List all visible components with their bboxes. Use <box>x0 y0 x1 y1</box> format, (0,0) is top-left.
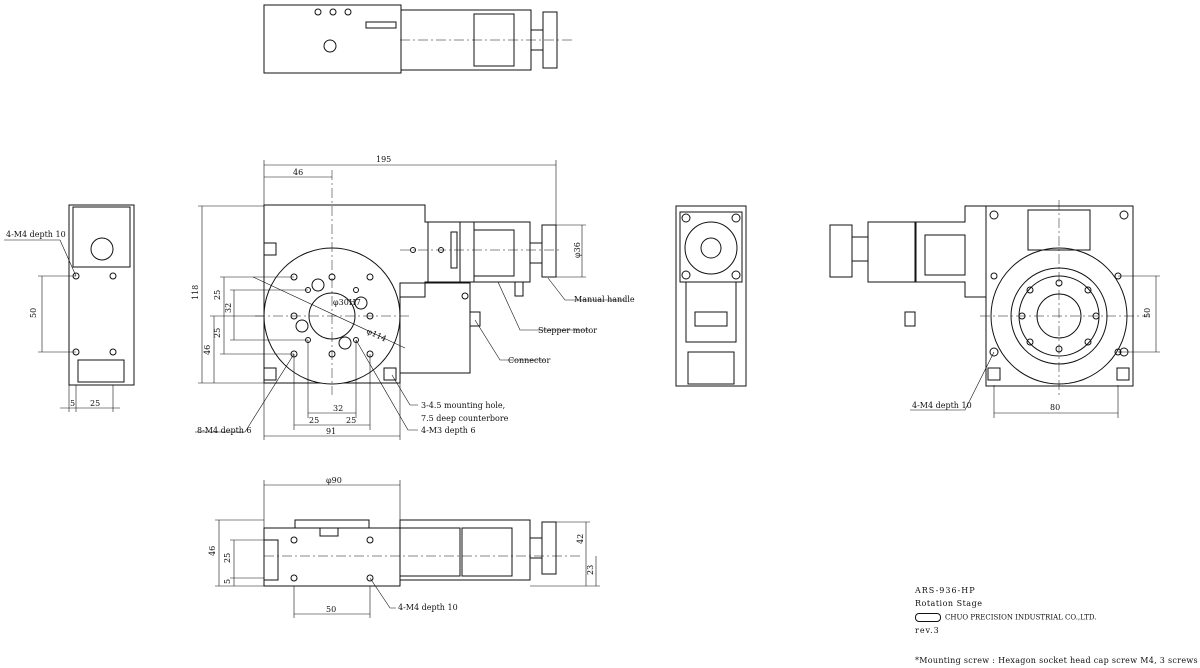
footnote: *Mounting screw : Hexagon socket head ca… <box>915 656 1198 665</box>
front-dim-42: 42 <box>576 534 585 544</box>
company-logo-icon <box>915 613 941 622</box>
dim-bore: φ30H7 <box>333 298 361 307</box>
dim-118: 118 <box>191 285 200 300</box>
front-dim-90: φ90 <box>326 476 342 485</box>
left-note: 4-M4 depth 10 <box>6 230 66 239</box>
front-dim-25: 25 <box>223 553 232 563</box>
label-stepper-motor: Stepper motor <box>538 326 597 335</box>
dim-25-br: 25 <box>346 416 356 425</box>
dim-91: 91 <box>326 427 336 436</box>
label-manual-handle: Manual handle <box>574 295 635 304</box>
right-dim-80: 80 <box>1050 403 1060 412</box>
left-dim-5: 5 <box>70 399 75 408</box>
revision: rev.3 <box>915 626 940 635</box>
dim-25-lower: 25 <box>213 328 222 338</box>
dim-46-top: 46 <box>293 168 303 177</box>
note-m4: 8-M4 depth 6 <box>197 426 252 435</box>
product-name: Rotation Stage <box>915 599 983 608</box>
right-view <box>829 200 1160 418</box>
dim-195: 195 <box>376 155 391 164</box>
company-row: CHUO PRECISION INDUSTRIAL CO.,LTD. <box>915 613 1096 622</box>
company-name: CHUO PRECISION INDUSTRIAL CO.,LTD. <box>945 613 1097 622</box>
dim-25-upper: 25 <box>213 290 222 300</box>
right-note: 4-M4 depth 10 <box>912 401 972 410</box>
left-view <box>4 204 135 412</box>
front-dim-46: 46 <box>208 546 217 556</box>
dim-25-bl: 25 <box>309 416 319 425</box>
note-m3: 4-M3 depth 6 <box>421 426 476 435</box>
dim-36: φ36 <box>573 242 582 258</box>
dim-32-bottom: 32 <box>333 404 343 413</box>
note-counterbore: 7.5 deep counterbore <box>421 414 509 423</box>
front-dim-50: 50 <box>326 605 336 614</box>
left-dim-height: 50 <box>29 308 38 318</box>
front-dim-5: 5 <box>223 579 232 584</box>
model-number: ARS-936-HP <box>915 586 976 595</box>
front-view <box>215 480 600 618</box>
left-dim-25: 25 <box>90 399 100 408</box>
front-dim-23: 23 <box>586 565 595 575</box>
end-view <box>675 205 747 387</box>
main-view <box>195 160 625 440</box>
dim-46-side: 46 <box>203 345 212 355</box>
note-mounting-hole: 3-4.5 mounting hole, <box>421 401 505 410</box>
top-view <box>263 4 575 74</box>
label-connector: Connector <box>508 356 550 365</box>
dim-32-vert: 32 <box>224 303 233 313</box>
front-note: 4-M4 depth 10 <box>398 603 458 612</box>
right-dim-50: 50 <box>1143 308 1152 318</box>
